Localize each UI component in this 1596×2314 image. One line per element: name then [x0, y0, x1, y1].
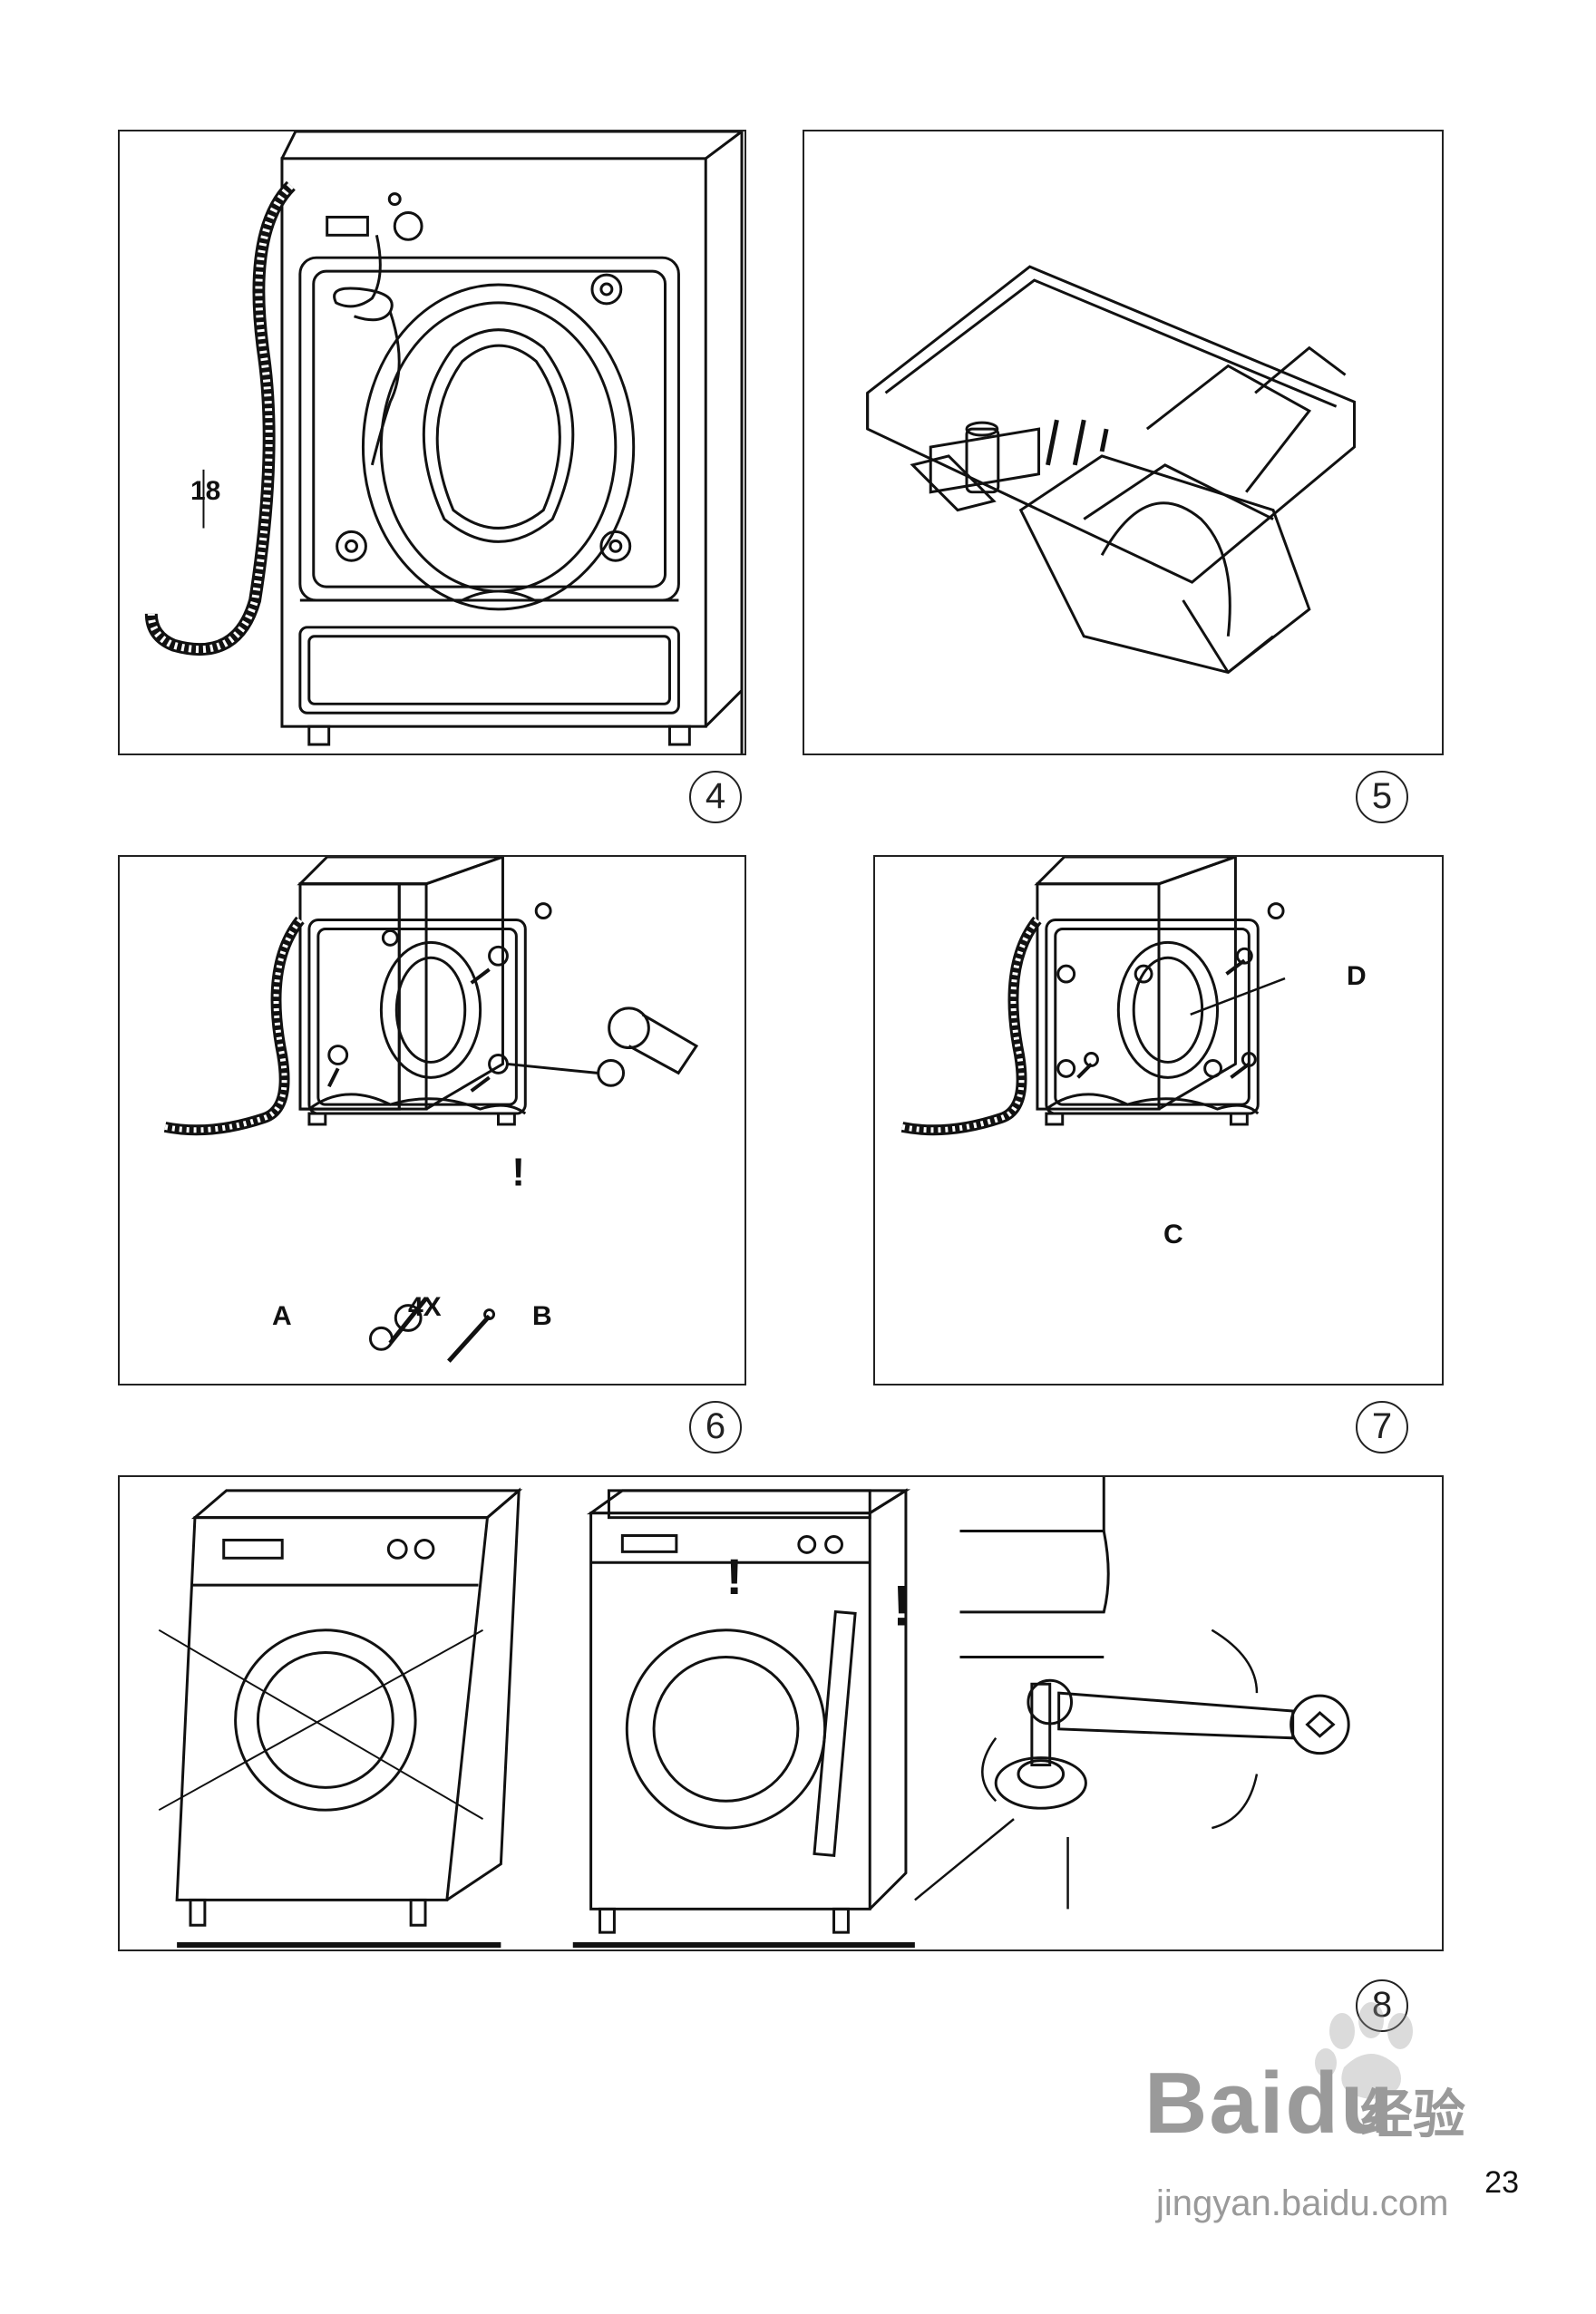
svg-text:!: !: [725, 1549, 743, 1605]
figure-8-number: 8: [1356, 1979, 1408, 2032]
figure-4-panel: 18: [118, 130, 746, 755]
washing-machine-rear-illustration: [144, 131, 744, 754]
hose-label: 18: [190, 476, 221, 506]
page-number: 23: [1484, 2165, 1519, 2200]
part-a-label: A: [272, 1301, 292, 1331]
figure-6-number: 6: [689, 1401, 742, 1454]
levelling-feet-illustration: ! !: [158, 1477, 1350, 1949]
baidu-paw-logo-icon: [1315, 2002, 1413, 2099]
point-c-label: C: [1163, 1220, 1183, 1249]
part-b-label: B: [532, 1301, 552, 1331]
detergent-drawer-illustration: [866, 265, 1357, 675]
figure-8-panel: ! !: [118, 1475, 1444, 1951]
svg-text:!: !: [892, 1575, 911, 1638]
figure-4-number: 4: [689, 771, 742, 823]
quantity-label: 4X: [408, 1292, 442, 1322]
watermark-url: jingyan.baidu.com: [1156, 2183, 1449, 2223]
figure-5-number: 5: [1356, 771, 1408, 823]
point-d-label: D: [1347, 961, 1367, 991]
figure-7-number: 7: [1356, 1401, 1408, 1454]
figure-7-panel: D C: [873, 855, 1444, 1385]
figure-6-panel: ! A 4X B: [118, 855, 746, 1385]
svg-text:!: !: [511, 1151, 525, 1195]
cover-caps-illustration: [900, 857, 1286, 1136]
figure-5-panel: [803, 130, 1444, 755]
transit-bolt-removal-illustration: !: [163, 857, 699, 1363]
watermark-brand: Baidu: [1144, 2055, 1396, 2152]
watermark-chinese: 经验: [1360, 2086, 1466, 2144]
